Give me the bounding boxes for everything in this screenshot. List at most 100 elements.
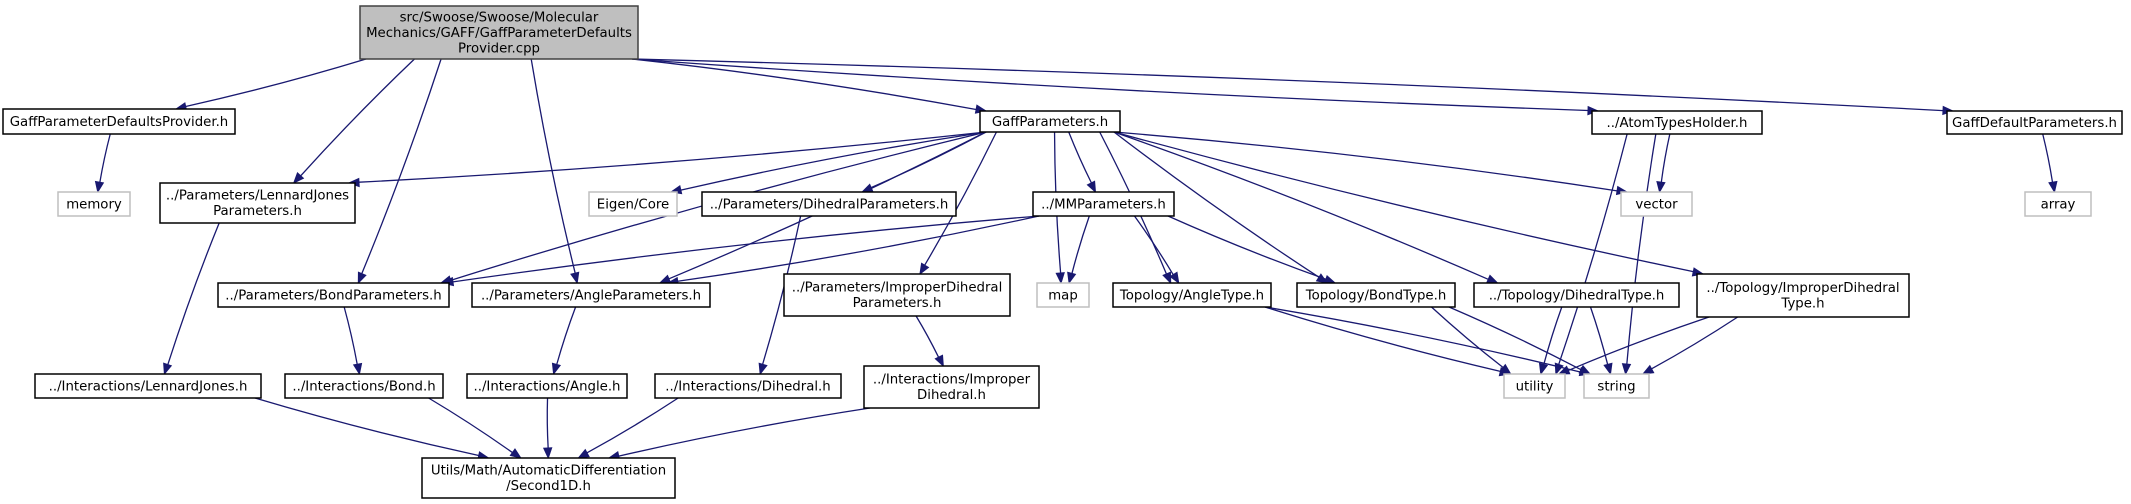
edge-line <box>1558 133 1628 365</box>
edge-arrowhead <box>1656 180 1666 194</box>
edge-topdih-to-utility <box>1538 306 1563 376</box>
edge-arrowhead <box>542 447 553 460</box>
node-gp[interactable]: GaffParameters.h <box>979 110 1121 133</box>
node-ibond[interactable]: ../Interactions/Bond.h <box>284 373 444 399</box>
edge-gp-to-dihp <box>860 131 987 193</box>
edge-ilj-to-second <box>254 397 490 461</box>
node-impdp[interactable]: ../Parameters/ImproperDihedralParameters… <box>783 273 1011 317</box>
node-label: GaffParameters.h <box>992 115 1108 130</box>
node-memory[interactable]: memory <box>57 191 131 217</box>
edge-line <box>1167 215 1327 280</box>
node-label: ../Parameters/ImproperDihedral <box>792 281 1003 296</box>
node-idih[interactable]: ../Interactions/Dihedral.h <box>654 373 842 399</box>
edge-iimp-to-second <box>607 407 871 461</box>
node-box <box>2024 191 2092 217</box>
node-box <box>1473 282 1680 308</box>
edge-line <box>586 397 679 454</box>
edge-arrowhead <box>352 362 363 376</box>
edge-arrowhead <box>860 183 874 193</box>
node-label: ../Interactions/Improper <box>873 373 1031 388</box>
edge-line <box>1568 316 1710 372</box>
edge-root-to-gpdp <box>174 58 367 112</box>
node-label: Topology/BondType.h <box>1305 288 1447 303</box>
edge-line <box>677 215 1040 282</box>
edge-arrowhead <box>570 271 580 285</box>
node-box <box>57 191 131 217</box>
node-box <box>654 373 842 399</box>
node-topang[interactable]: Topology/AngleType.h <box>1112 282 1272 308</box>
node-root[interactable]: src/Swoose/Swoose/MolecularMechanics/GAF… <box>359 5 639 60</box>
edge-line <box>428 397 513 454</box>
edge-arrowhead <box>1055 272 1065 285</box>
edge-line <box>870 131 987 189</box>
node-gdp[interactable]: GaffDefaultParameters.h <box>1946 110 2123 135</box>
edge-arrowhead <box>1169 271 1180 285</box>
node-string[interactable]: string <box>1583 373 1650 399</box>
edge-line <box>254 397 479 457</box>
edge-gp-to-eigen <box>669 131 987 195</box>
edge-line <box>631 58 1944 112</box>
node-ath[interactable]: ../AtomTypesHolder.h <box>1591 110 1763 135</box>
node-label: ../Interactions/Dihedral.h <box>665 379 830 394</box>
node-anglep[interactable]: ../Parameters/AngleParameters.h <box>471 282 711 308</box>
node-label: ../Topology/DihedralType.h <box>1489 288 1665 303</box>
edge-gp-to-vector <box>1113 131 1629 196</box>
edge-root-to-anglep <box>530 58 580 285</box>
edge-arrowhead <box>934 354 944 368</box>
node-box <box>284 373 444 399</box>
node-box <box>979 110 1121 133</box>
node-bondp[interactable]: ../Parameters/BondParameters.h <box>217 282 450 308</box>
node-eigen[interactable]: Eigen/Core <box>588 191 678 217</box>
node-box <box>34 373 262 399</box>
node-label: Provider.cpp <box>458 41 540 56</box>
edge-line <box>530 58 576 274</box>
node-box <box>783 273 1011 317</box>
edge-line <box>915 315 940 358</box>
node-box <box>1032 191 1175 217</box>
node-box <box>159 182 356 224</box>
node-label: ../Interactions/LennardJones.h <box>49 379 248 394</box>
node-array[interactable]: array <box>2024 191 2092 217</box>
edge-arrowhead <box>919 262 930 276</box>
node-label: utility <box>1516 379 1554 394</box>
edge-ath-to-string <box>1621 133 1657 376</box>
edge-arrowhead <box>1641 364 1655 375</box>
edge-gp-to-impdp <box>919 131 998 276</box>
edge-topimp-to-utility <box>1557 316 1710 375</box>
node-box <box>1946 110 2123 135</box>
edge-line <box>99 133 111 183</box>
edge-line <box>1589 306 1609 365</box>
edge-line <box>631 58 1589 112</box>
node-map[interactable]: map <box>1036 282 1090 308</box>
node-label: GaffParameterDefaultsProvider.h <box>10 115 228 130</box>
edge-arrowhead <box>551 362 562 376</box>
node-box <box>701 191 957 217</box>
node-label: ../Parameters/AngleParameters.h <box>481 288 701 303</box>
node-iangle[interactable]: ../Interactions/Angle.h <box>466 373 628 399</box>
edge-line <box>361 58 442 274</box>
node-dihp[interactable]: ../Parameters/DihedralParameters.h <box>701 191 957 217</box>
node-label: Eigen/Core <box>597 197 669 212</box>
node-label: ../AtomTypesHolder.h <box>1607 116 1748 131</box>
edge-root-to-gdp <box>631 58 1955 116</box>
node-utility[interactable]: utility <box>1503 373 1566 399</box>
node-iimp[interactable]: ../Interactions/ImproperDihedral.h <box>863 365 1040 409</box>
node-second[interactable]: Utils/Math/AutomaticDifferentiation/Seco… <box>421 457 676 499</box>
node-topbond[interactable]: Topology/BondType.h <box>1296 282 1456 308</box>
node-mmp[interactable]: ../MMParameters.h <box>1032 191 1175 217</box>
node-ilj[interactable]: ../Interactions/LennardJones.h <box>34 373 262 399</box>
edge-mmp-to-topbond <box>1167 215 1337 284</box>
edge-arrowhead <box>1621 363 1632 376</box>
node-vector[interactable]: vector <box>1620 191 1693 217</box>
edge-bondp-to-ibond <box>343 306 363 376</box>
node-label: Topology/AngleType.h <box>1119 288 1264 303</box>
edge-line <box>618 407 871 457</box>
edge-line <box>546 397 549 449</box>
edge-arrowhead <box>1538 362 1549 376</box>
node-box <box>588 191 678 217</box>
node-topdih[interactable]: ../Topology/DihedralType.h <box>1473 282 1680 308</box>
node-gpdp[interactable]: GaffParameterDefaultsProvider.h <box>2 108 236 135</box>
node-label: Parameters.h <box>853 296 942 311</box>
